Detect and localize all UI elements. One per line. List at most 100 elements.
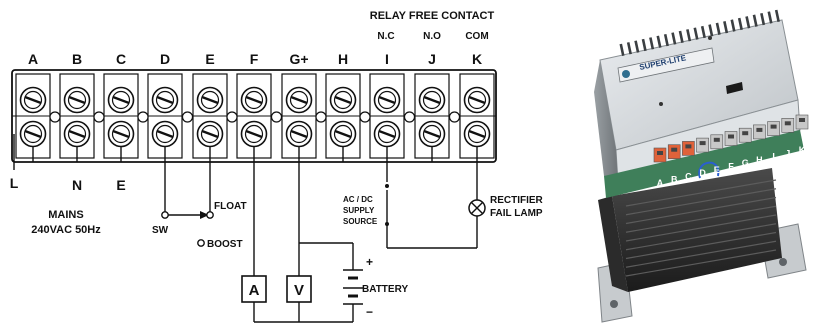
relay-nc-label: N.C	[377, 31, 394, 42]
terminal-screw-bottom-b	[63, 120, 91, 148]
cooling-slot-21	[767, 11, 773, 24]
relay-lamp-wiring	[385, 162, 478, 249]
cooling-slot-16	[730, 19, 736, 32]
product-terminal-slot-8	[756, 127, 763, 132]
product-terminal-letter-7: G	[742, 158, 749, 168]
product-terminal-letter-9: I	[772, 152, 775, 162]
terminal-screw-bottom-g-plus	[285, 120, 313, 148]
heatsink-fin-5	[625, 214, 777, 242]
battery-label: BATTERY	[362, 284, 408, 295]
product-terminal-letter-4: D	[699, 168, 706, 178]
terminal-letters: A B C D E F G+ H I J K	[28, 51, 482, 67]
terminal-label-g-plus: G+	[289, 51, 308, 67]
terminal-label-i: I	[385, 51, 389, 67]
terminal-screw-bottom-a	[19, 120, 47, 148]
cooling-slot-2	[626, 42, 632, 55]
relay-no-label: N.O	[423, 31, 441, 42]
terminal-screw-top-f	[240, 86, 268, 114]
terminal-screw-bottom-f	[240, 120, 268, 148]
terminal-hole-4	[181, 111, 194, 123]
product-terminal-slot-4	[699, 141, 706, 146]
cooling-slot-11	[693, 27, 699, 40]
heatsink-fin-1	[625, 179, 777, 207]
live-label: L	[10, 175, 19, 191]
cooling-slot-12	[700, 25, 706, 39]
terminal-label-d: D	[160, 51, 170, 67]
terminal-screw-top-e	[196, 86, 224, 114]
relay-free-contact-title: RELAY FREE CONTACT	[370, 10, 495, 22]
product-terminal-letter-1: A	[657, 178, 664, 188]
cooling-slot-14	[715, 22, 721, 35]
terminal-screw-top-k	[463, 86, 491, 114]
cooling-slot-4	[641, 38, 647, 52]
product-terminal-slot-2	[671, 147, 678, 152]
terminal-label-b: B	[72, 51, 82, 67]
terminal-hole-6	[270, 111, 283, 123]
rectifier-fail-lamp-icon	[468, 199, 486, 217]
product-terminal-letter-3: C	[685, 171, 692, 181]
heatsink-fin-6	[625, 223, 777, 251]
terminal-block	[11, 69, 497, 170]
terminal-screw-bottom-c	[107, 120, 135, 148]
voltmeter-label: V	[294, 282, 304, 299]
terminal-screw-bottom-e	[196, 120, 224, 148]
product-terminal-letter-2: B	[671, 175, 678, 185]
boost-label: BOOST	[207, 239, 243, 250]
relay-com-label: COM	[465, 31, 488, 42]
terminal-label-e: E	[205, 51, 214, 67]
product-terminal-letter-11: K	[799, 145, 806, 155]
terminal-screw-top-i	[373, 86, 401, 114]
neutral-label: N	[72, 177, 82, 193]
cooling-slot-5	[649, 37, 655, 50]
cooling-slot-15	[723, 21, 729, 34]
terminal-hole-8	[359, 111, 371, 123]
cooling-slot-8	[671, 32, 677, 45]
mains-voltage-label: 240VAC 50Hz	[31, 224, 101, 236]
ammeter-box	[241, 275, 267, 303]
terminal-hole-10	[448, 111, 461, 123]
terminal-hole-7	[315, 111, 327, 123]
product-terminal-slot-10	[784, 121, 791, 126]
cooling-slot-10	[686, 29, 692, 42]
heatsink-fin-3	[625, 196, 777, 225]
terminal-hole-9	[403, 111, 416, 123]
product-photo: SUPER-LITE	[594, 9, 809, 323]
mains-label: MAINS	[48, 209, 83, 221]
switch-sw-label: SW	[152, 225, 169, 236]
battery-minus-label: −	[366, 305, 373, 319]
cooling-slot-19	[752, 14, 758, 27]
terminal-screw-top-a	[19, 86, 47, 114]
terminal-screw-bottom-k	[463, 120, 491, 148]
terminal-label-k: K	[472, 51, 482, 67]
cooling-slots	[619, 9, 780, 57]
cooling-slot-13	[708, 24, 714, 37]
product-terminal-slot-1	[657, 151, 663, 155]
terminal-screw-top-c	[107, 86, 135, 114]
float-boost-switch	[161, 162, 214, 247]
terminal-screw-top-b	[63, 86, 91, 114]
terminal-hole-3	[137, 111, 149, 123]
supply-source-line1: AC / DC	[343, 195, 373, 204]
terminal-screw-top-d	[151, 86, 179, 114]
product-terminal-letter-8: H	[756, 155, 763, 165]
product-terminal-slot-5	[713, 137, 720, 142]
cooling-slot-9	[678, 30, 684, 44]
heatsink-fin-7	[625, 231, 777, 260]
heatsink-fins	[625, 179, 777, 277]
product-terminal-slot-7	[742, 131, 749, 136]
ammeter-label: A	[249, 282, 260, 299]
cooling-slot-20	[760, 12, 766, 26]
supply-source-line3: SOURCE	[343, 217, 378, 226]
terminal-screw-bottom-i	[373, 120, 401, 148]
heatsink-fin-2	[625, 188, 777, 216]
product-terminal-letter-5: E	[714, 165, 720, 175]
heatsink-fin-8	[625, 240, 777, 268]
terminal-hole-2	[93, 111, 105, 123]
terminal-screw-top-h	[329, 86, 357, 114]
cooling-slot-7	[663, 34, 669, 47]
voltmeter-box	[286, 275, 312, 303]
terminal-label-a: A	[28, 51, 38, 67]
float-label: FLOAT	[214, 201, 247, 212]
